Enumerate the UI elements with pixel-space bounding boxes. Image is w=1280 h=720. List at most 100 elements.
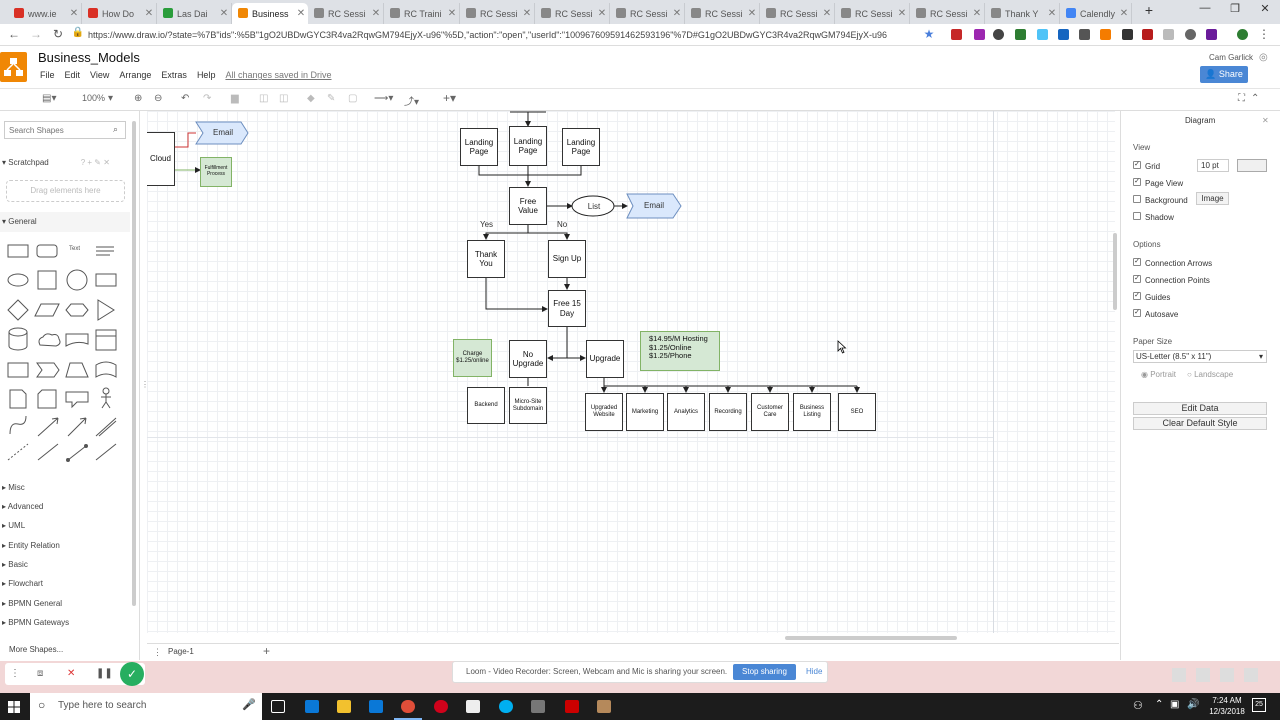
close-icon[interactable]: ✕ bbox=[672, 8, 682, 19]
document-title[interactable]: Business_Models bbox=[38, 50, 140, 65]
browser-tab[interactable]: RC Sessi✕ bbox=[535, 3, 610, 24]
browser-tab[interactable]: RC Sessi✕ bbox=[685, 3, 760, 24]
bookmark-star-icon[interactable]: ★ bbox=[923, 27, 935, 41]
library-entity-relation[interactable]: ▸ Entity Relation bbox=[2, 541, 60, 550]
globe-icon[interactable]: ◎ bbox=[1259, 52, 1268, 63]
browser-tab[interactable]: RC Sessi✕ bbox=[610, 3, 685, 24]
business-listing-node[interactable]: Business Listing bbox=[793, 393, 831, 431]
facebook-icon[interactable] bbox=[1196, 668, 1210, 682]
new-tab-button[interactable]: + bbox=[1144, 2, 1154, 18]
browser-tab[interactable]: RC Sessi✕ bbox=[835, 3, 910, 24]
menu-help[interactable]: Help bbox=[196, 70, 216, 80]
library-bpmn-gateways[interactable]: ▸ BPMN Gateways bbox=[2, 618, 70, 627]
upgrade-node[interactable]: Upgrade bbox=[586, 340, 624, 378]
app-icon[interactable] bbox=[531, 700, 545, 713]
close-icon[interactable]: ✕ bbox=[447, 8, 457, 19]
menu-file[interactable]: File bbox=[40, 70, 55, 80]
extension-icon[interactable] bbox=[993, 29, 1004, 40]
close-icon[interactable]: ✕ bbox=[597, 8, 607, 19]
stop-sharing-button[interactable]: Stop sharing bbox=[733, 664, 796, 680]
reload-icon[interactable]: ↻ bbox=[52, 27, 64, 41]
extension-icon[interactable] bbox=[1100, 29, 1111, 40]
microphone-icon[interactable]: 🎤 bbox=[242, 699, 256, 711]
landing-page-node-1[interactable]: Landing Page bbox=[460, 128, 498, 166]
zoom-out-icon[interactable]: ⊖ bbox=[154, 93, 163, 104]
task-view-icon[interactable] bbox=[271, 700, 285, 713]
maximize-button[interactable]: ❐ bbox=[1230, 3, 1240, 15]
redo-icon[interactable]: ↷ bbox=[203, 93, 212, 104]
taskbar-search-box[interactable]: ○ Type here to search 🎤 bbox=[30, 693, 262, 720]
menu-kebab-icon[interactable]: ⋮ bbox=[1258, 27, 1270, 41]
chevron-down-icon[interactable]: ▾ bbox=[108, 93, 114, 104]
backend-node[interactable]: Backend bbox=[467, 387, 505, 424]
insert-icon[interactable]: +▾ bbox=[443, 91, 457, 105]
more-shapes-link[interactable]: More Shapes... bbox=[9, 645, 64, 654]
connection-arrows-checkbox[interactable]: ✓ bbox=[1133, 258, 1141, 266]
people-icon[interactable]: ⚇ bbox=[1133, 700, 1143, 712]
opera-icon[interactable] bbox=[434, 700, 448, 713]
email-top-label[interactable]: Email bbox=[212, 128, 233, 137]
image-button[interactable]: Image bbox=[1196, 192, 1229, 205]
twitter-icon[interactable] bbox=[1220, 668, 1234, 682]
connection-points-checkbox[interactable]: ✓ bbox=[1133, 275, 1141, 283]
paper-size-select[interactable]: US-Letter (8.5" x 11")▾ bbox=[1133, 350, 1267, 363]
sign-up-node[interactable]: Sign Up bbox=[548, 240, 586, 278]
cancel-recording-icon[interactable]: ✕ bbox=[67, 668, 76, 679]
undo-icon[interactable]: ↶ bbox=[181, 93, 190, 104]
url-field[interactable]: https://www.draw.io/?state=%7B"ids":%5B"… bbox=[88, 30, 888, 40]
upgraded-website-node[interactable]: Upgraded Website bbox=[585, 393, 623, 431]
email-mid-label[interactable]: Email bbox=[643, 201, 664, 210]
hide-button[interactable]: Hide bbox=[806, 667, 823, 676]
to-front-icon[interactable]: ◫ bbox=[259, 93, 269, 104]
vertical-scrollbar[interactable] bbox=[1113, 233, 1117, 310]
back-icon[interactable]: ← bbox=[8, 27, 20, 41]
text-shape-label[interactable]: Text bbox=[69, 246, 81, 252]
clear-default-style-button[interactable]: Clear Default Style bbox=[1133, 417, 1267, 430]
store-icon[interactable] bbox=[369, 700, 383, 713]
browser-tab[interactable]: RC Sessi✕ bbox=[460, 3, 535, 24]
menu-arrange[interactable]: Arrange bbox=[119, 70, 152, 80]
extension-icon[interactable] bbox=[1037, 29, 1048, 40]
close-icon[interactable]: ✕ bbox=[972, 8, 982, 19]
pages-menu-icon[interactable]: ⋮ bbox=[153, 647, 162, 657]
browser-tab[interactable]: www.ie✕ bbox=[8, 3, 82, 24]
cloud-node[interactable]: Cloud bbox=[147, 132, 175, 186]
library-basic[interactable]: ▸ Basic bbox=[2, 560, 28, 569]
extension-icon[interactable] bbox=[1206, 29, 1217, 40]
extension-icon[interactable] bbox=[1122, 29, 1133, 40]
free-15-day-node[interactable]: Free 15 Day bbox=[548, 290, 586, 327]
marketing-node[interactable]: Marketing bbox=[626, 393, 664, 431]
fullscreen-icon[interactable]: ⛶ bbox=[1238, 93, 1245, 104]
edge-icon[interactable] bbox=[305, 700, 319, 713]
library-misc[interactable]: ▸ Misc bbox=[2, 483, 25, 492]
library-advanced[interactable]: ▸ Advanced bbox=[2, 502, 44, 511]
save-status[interactable]: All changes saved in Drive bbox=[225, 70, 332, 80]
pause-icon[interactable]: ❚❚ bbox=[96, 668, 113, 679]
browser-tab[interactable]: RC Traini✕ bbox=[384, 3, 460, 24]
chrome-icon[interactable] bbox=[401, 700, 415, 713]
horizontal-scrollbar[interactable] bbox=[785, 636, 957, 640]
camera-icon[interactable]: ⧈ bbox=[37, 668, 44, 679]
line-color-icon[interactable]: ✎ bbox=[327, 93, 336, 104]
browser-tab[interactable]: Thank Y✕ bbox=[985, 3, 1060, 24]
close-icon[interactable]: ✕ bbox=[1047, 8, 1057, 19]
shadow-icon[interactable]: ▢ bbox=[348, 93, 358, 104]
analytics-node[interactable]: Analytics bbox=[667, 393, 705, 431]
share-icon[interactable] bbox=[1244, 668, 1258, 682]
windows-start-icon[interactable] bbox=[8, 701, 20, 713]
portrait-radio[interactable]: ◉ Portrait bbox=[1141, 370, 1176, 379]
close-icon[interactable]: ✕ bbox=[522, 8, 532, 19]
grid-color-swatch[interactable] bbox=[1237, 159, 1267, 172]
forward-icon[interactable]: → bbox=[30, 27, 42, 41]
thank-you-node[interactable]: Thank You bbox=[467, 240, 505, 278]
library-uml[interactable]: ▸ UML bbox=[2, 521, 26, 530]
page-view-checkbox[interactable]: ✓ bbox=[1133, 178, 1141, 186]
library-flowchart[interactable]: ▸ Flowchart bbox=[2, 579, 43, 588]
autosave-checkbox[interactable]: ✓ bbox=[1133, 309, 1141, 317]
close-icon[interactable]: ✕ bbox=[1119, 8, 1129, 19]
grid-checkbox[interactable]: ✓ bbox=[1133, 161, 1141, 169]
finish-recording-button[interactable]: ✓ bbox=[120, 662, 144, 686]
shadow-checkbox[interactable] bbox=[1133, 212, 1141, 220]
browser-tab[interactable]: RC Sessi✕ bbox=[910, 3, 985, 24]
close-icon[interactable]: ✕ bbox=[822, 8, 832, 19]
